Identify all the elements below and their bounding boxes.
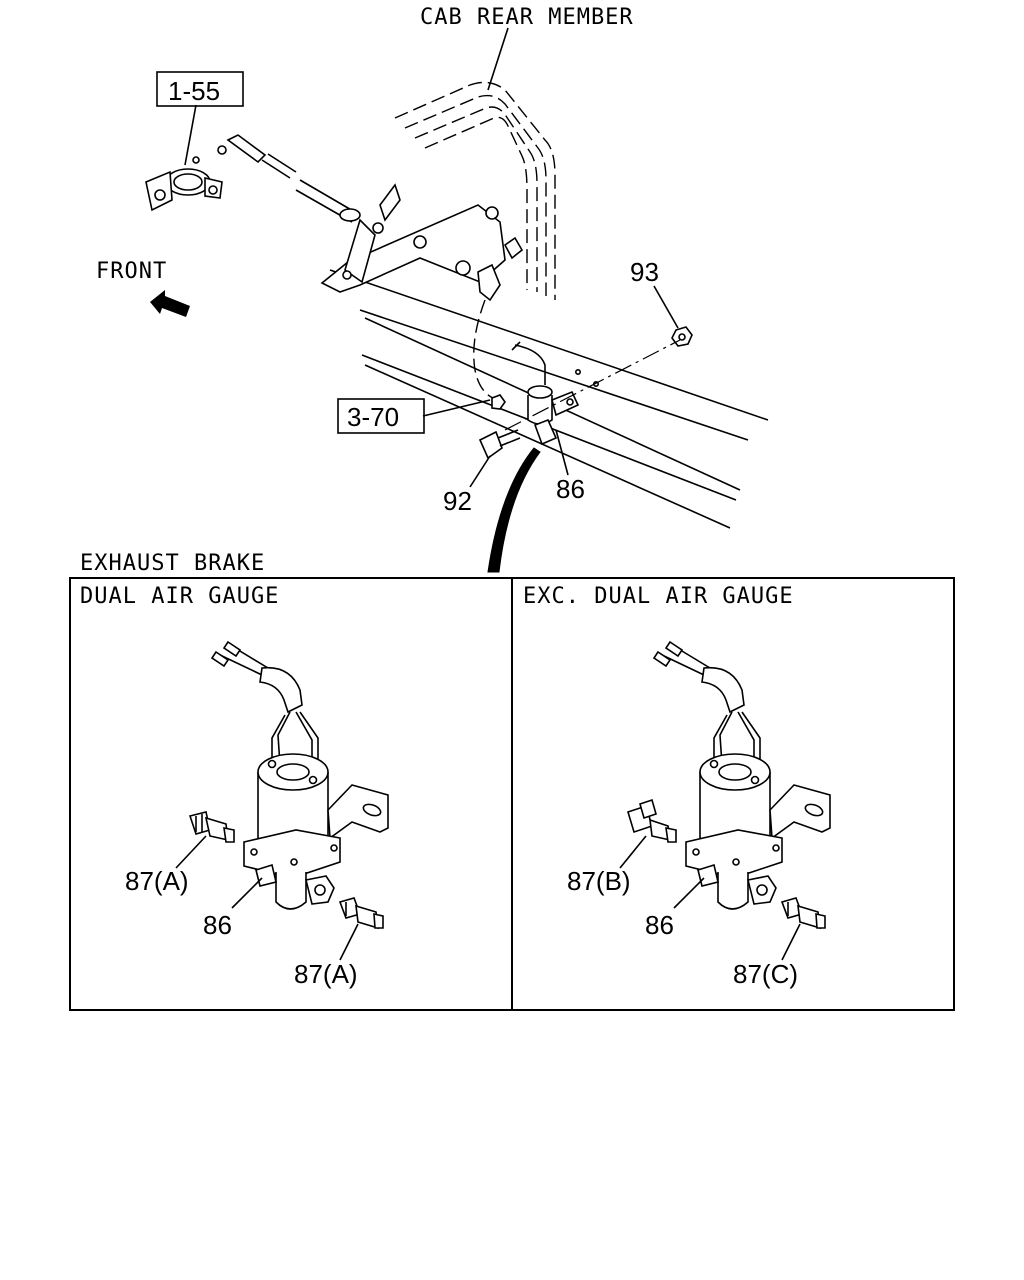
callout-86-right: 86 — [645, 910, 674, 940]
cab-rear-member-label: CAB REAR MEMBER — [420, 5, 634, 30]
front-label: FRONT — [96, 259, 167, 284]
fitting-87a-lower — [338, 897, 384, 930]
solenoid-valve-left — [210, 640, 389, 910]
solenoid-valve-right — [652, 640, 831, 910]
front-arrow-icon — [150, 290, 190, 317]
fitting-87c — [780, 897, 826, 930]
callout-86-top: 86 — [556, 474, 585, 504]
solenoid-valve-small — [511, 341, 580, 446]
leader-lines-left — [175, 835, 359, 961]
top-assembly: CAB REAR MEMBER FRONT 1-55 3-70 93 92 86 — [96, 5, 769, 573]
control-rod — [217, 134, 361, 223]
callout-87c: 87(C) — [733, 959, 798, 989]
panel-dual-air-gauge: DUAL AIR GAUGE — [80, 584, 389, 989]
ref-1-55-label: 1-55 — [168, 76, 220, 106]
detail-pointer-arrow — [487, 447, 541, 573]
fitting-87b-tee — [627, 798, 677, 843]
callout-87b: 87(B) — [567, 866, 631, 896]
mounting-bracket — [320, 183, 524, 302]
panel-exc-dual-air-gauge: EXC. DUAL AIR GAUGE — [523, 584, 831, 989]
panel-right-title: EXC. DUAL AIR GAUGE — [523, 584, 794, 609]
mounting-axis — [504, 339, 681, 431]
callout-93: 93 — [630, 257, 659, 287]
leader-lines — [184, 27, 679, 488]
fitting-87a-upper — [188, 811, 235, 843]
ref-box-3-70 — [337, 398, 425, 434]
cab-rear-member — [394, 81, 556, 300]
harness-wire — [473, 299, 499, 401]
bolt-92 — [478, 429, 521, 460]
callout-92: 92 — [443, 486, 472, 516]
ref-3-70-label: 3-70 — [347, 402, 399, 432]
callout-87a-lower: 87(A) — [294, 959, 358, 989]
leader-lines-right — [619, 835, 801, 961]
callout-87a-upper: 87(A) — [125, 866, 189, 896]
panel-left-title: DUAL AIR GAUGE — [80, 584, 279, 609]
nut-3-70 — [491, 394, 506, 410]
pipe-clamp — [145, 156, 223, 212]
ref-box-1-55 — [156, 71, 244, 107]
callout-86-left: 86 — [203, 910, 232, 940]
exhaust-brake-label: EXHAUST BRAKE — [80, 551, 265, 576]
